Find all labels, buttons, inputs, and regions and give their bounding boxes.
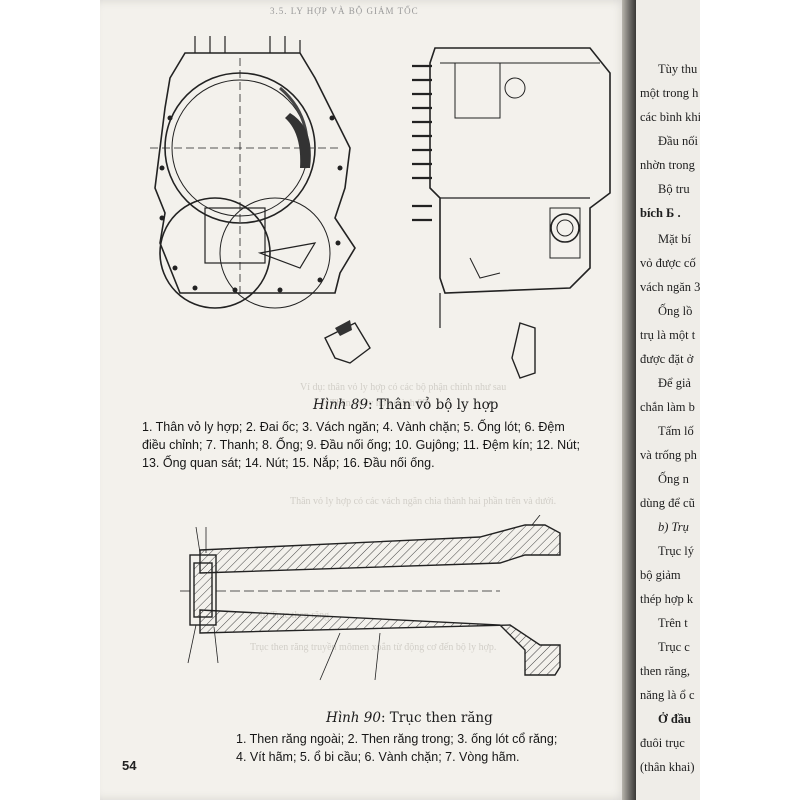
right-page-text-line: năng là ổ c	[640, 688, 695, 702]
detail-sketch-right	[511, 322, 536, 379]
ghost-text-line: Thân vỏ ly hợp có các vách ngăn chia thà…	[290, 496, 557, 507]
right-page-text-line: Bộ tru	[658, 182, 690, 196]
lower-bore	[159, 197, 271, 309]
figure-89-legend: 1. Thân vỏ ly hợp; 2. Đai ốc; 3. Vách ng…	[142, 418, 580, 472]
right-page-text-line: nhờn trong	[640, 158, 695, 172]
background-edge	[700, 0, 800, 800]
right-page-text-line: bích Б .	[640, 206, 681, 220]
right-page-text-line: Tấm lố	[658, 424, 694, 438]
right-page-text-line: Ở đầu	[658, 712, 692, 726]
legend-line: 1. Thân vỏ ly hợp; 2. Đai ốc; 3. Vách ng…	[142, 420, 565, 434]
right-page-text-line: được đặt ở	[640, 352, 694, 366]
figure-89-title: Hình 89: Thân vỏ bộ ly hợp	[313, 397, 499, 413]
right-page-text-line: Đầu nối	[658, 134, 698, 148]
right-page-text-line: và trống ph	[640, 448, 697, 462]
right-page-text-line: Ống n	[658, 472, 689, 486]
right-page-text-line: Tùy thu	[658, 62, 698, 76]
right-page-text-line: vỏ được cố	[640, 256, 696, 270]
page-number: 54	[122, 758, 137, 773]
right-page-text-line: Ống lồ	[658, 304, 693, 318]
right-page-text-line: Trục lý	[658, 544, 695, 558]
figure-90-drawing	[180, 515, 561, 681]
housing-outline-left	[154, 52, 356, 294]
right-page-text-line: then răng,	[640, 664, 690, 678]
legend-line: 1. Then răng ngoài; 2. Then răng trong; …	[236, 732, 558, 746]
bearing-left	[189, 554, 217, 626]
right-page-text-line: một trong h	[640, 86, 699, 100]
figure-90-legend: 1. Then răng ngoài; 2. Then răng trong; …	[236, 730, 557, 766]
right-page-text-line: dùng để cũ	[640, 496, 695, 510]
right-page-text-line: Mặt bí	[658, 232, 691, 246]
right-page-text-line: Trên t	[658, 616, 688, 630]
right-page-text-line: (thân khai)	[640, 760, 695, 774]
book-gutter	[622, 0, 636, 800]
running-head: 3.5. LY HỢP VÀ BỘ GIẢM TỐC	[270, 6, 419, 16]
shaft-lower-wall	[199, 609, 561, 676]
right-page-text-line: bộ giảm	[640, 568, 681, 582]
figure-90-title: Hình 90: Trục then răng	[326, 710, 493, 726]
legend-line: 4. Vít hãm; 5. ổ bi cầu; 6. Vành chặn; 7…	[236, 750, 520, 764]
housing-section-right	[429, 47, 611, 294]
right-page-text-line: trụ là một t	[640, 328, 696, 342]
right-page-text-line: b) Trụ	[658, 520, 689, 534]
right-page-text-line: Để giả	[658, 376, 691, 390]
right-page-text-line: các bình khí	[640, 110, 700, 124]
right-page-text-line: thép hợp k	[640, 592, 694, 606]
legend-line: 13. Ống quan sát; 14. Nút; 15. Nắp; 16. …	[142, 456, 435, 470]
ghost-text-line: Trục then răng truyền mômen xoắn từ động…	[250, 642, 497, 653]
right-page-text-line: đuôi trục	[640, 736, 685, 750]
right-page-text-line: Trục c	[658, 640, 690, 654]
figure-89-drawing	[150, 36, 611, 379]
right-page-text-line: vách ngăn 3	[640, 280, 700, 294]
right-page-text-line: chắn làm b	[640, 400, 695, 414]
legend-line: điều chỉnh; 7. Thanh; 8. Ống; 9. Đầu nối…	[142, 438, 581, 452]
ghost-text-line: Ví dụ: thân vỏ ly hợp có các bộ phận chí…	[300, 382, 507, 393]
ghost-text-line: a) Thân vỏ ly hợp (hình 89)	[320, 398, 431, 409]
shaft-upper-wall	[199, 524, 561, 574]
